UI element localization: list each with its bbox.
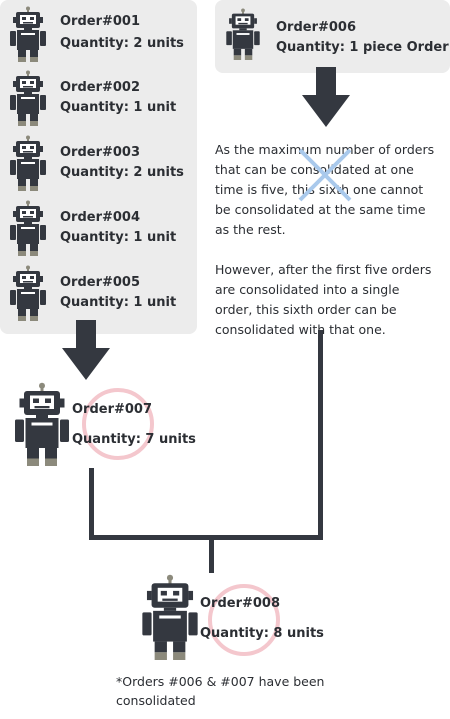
explanation-paragraph-2: However, after the first five orders are… [215, 262, 432, 337]
order-quantity: Quantity: 2 units [60, 165, 184, 180]
order-id: Order#007 [72, 402, 153, 417]
explanation-text: As the maximum number of orders that can… [215, 140, 440, 360]
connector-line-stem [209, 535, 214, 573]
robot-icon [10, 6, 46, 62]
order-id: Order#005 [60, 275, 141, 290]
robot-icon [10, 200, 46, 256]
highlight-circle [208, 584, 280, 656]
order-quantity: Quantity: 7 units [72, 432, 196, 447]
order-quantity: Quantity: 1 piece Order [276, 40, 449, 55]
order-card-004: Order#004 Quantity: 1 unit [0, 200, 190, 256]
robot-icon [10, 135, 46, 191]
order-quantity: Quantity: 1 unit [60, 230, 177, 245]
robot-icon [15, 382, 69, 466]
robot-icon [142, 574, 198, 660]
connector-line-right [318, 330, 323, 540]
robot-icon [10, 70, 46, 126]
order-id: Order#003 [60, 145, 141, 160]
connector-line-bottom [89, 535, 323, 540]
footnote: *Orders #006 & #007 have been consolidat… [116, 674, 325, 708]
order-card-001: Order#001 Quantity: 2 units [0, 6, 190, 62]
order-quantity: Quantity: 1 unit [60, 100, 177, 115]
order-card-007: Order#007 Quantity: 7 units [0, 382, 200, 466]
order-card-006: Order#006 Quantity: 1 piece Order [218, 8, 449, 64]
order-id: Order#008 [200, 596, 281, 611]
robot-icon [10, 265, 46, 321]
down-arrow-icon [302, 67, 350, 127]
order-card-005: Order#005 Quantity: 1 unit [0, 265, 190, 321]
explanation-paragraph-1: As the maximum number of orders that can… [215, 142, 435, 237]
robot-icon [226, 8, 260, 60]
order-quantity: Quantity: 2 units [60, 36, 184, 51]
down-arrow-icon [62, 320, 110, 380]
order-id: Order#002 [60, 80, 141, 95]
cross-mark-icon [298, 148, 352, 202]
order-id: Order#001 [60, 14, 141, 29]
order-quantity: Quantity: 1 unit [60, 295, 177, 310]
order-card-003: Order#003 Quantity: 2 units [0, 135, 190, 191]
order-quantity: Quantity: 8 units [200, 626, 324, 641]
order-id: Order#004 [60, 210, 141, 225]
order-card-008: Order#008 Quantity: 8 units [130, 574, 330, 660]
order-id: Order#006 [276, 20, 357, 35]
connector-line-left [89, 468, 94, 540]
order-card-002: Order#002 Quantity: 1 unit [0, 70, 190, 126]
highlight-circle [82, 388, 154, 460]
